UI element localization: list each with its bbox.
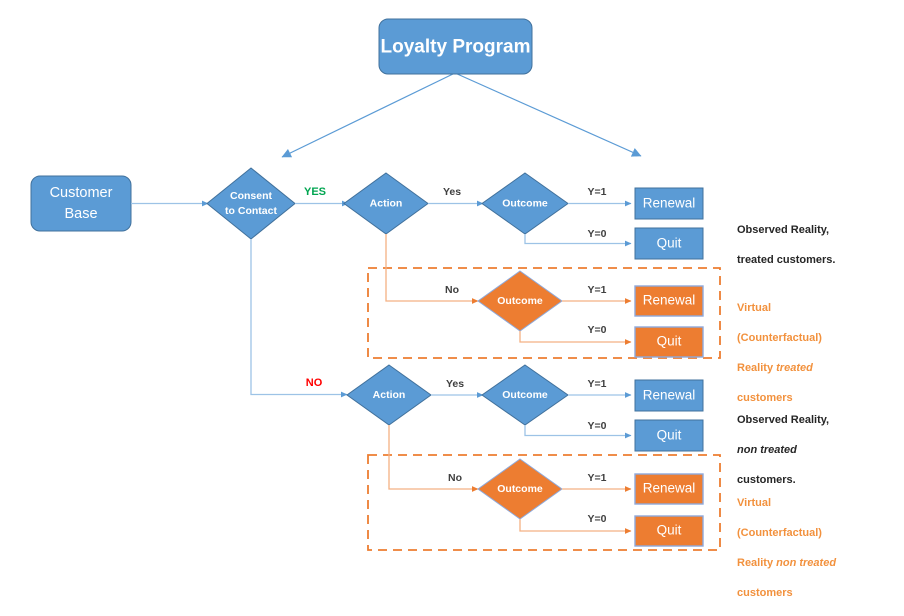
node-customer-base-label-2: Base — [64, 206, 97, 222]
node-renewal-treated-virtual-label: Renewal — [643, 293, 696, 308]
annotation-virtual-non-treated-line3-italic: non treated — [776, 557, 837, 569]
node-renewal-treated-virtual[interactable]: Renewal — [634, 285, 704, 317]
annotation-virtual-treated-line4: customers — [737, 392, 793, 404]
edge-action-no-treated — [385, 234, 479, 304]
annotation-observed-non-treated-line2-italic: non treated — [737, 444, 797, 456]
dashed-region-virtual-treated — [367, 267, 721, 359]
node-customer-base[interactable]: Customer Base — [30, 175, 132, 232]
annotation-virtual-non-treated-line3-prefix: Reality — [737, 557, 777, 569]
edge-label-y1-treated-virtual: Y=1 — [588, 284, 607, 296]
node-consent-label-2: to Contact — [225, 205, 277, 217]
edge-label-y0-treated: Y=0 — [588, 228, 607, 240]
node-customer-base-label-1: Customer — [50, 185, 113, 201]
annotation-virtual-treated-line3-italic: treated — [776, 362, 813, 374]
node-outcome-non-treated-observed[interactable]: Outcome — [481, 364, 569, 426]
node-quit-non-treated-virtual[interactable]: Quit — [634, 515, 704, 547]
edge-label-y1-non-treated-virtual: Y=1 — [588, 472, 607, 484]
node-action-non-treated[interactable]: Action — [346, 364, 432, 426]
node-outcome-treated-virtual-label: Outcome — [497, 295, 543, 307]
node-renewal-treated-observed-label: Renewal — [643, 196, 696, 211]
node-loyalty-program[interactable]: Loyalty Program — [378, 18, 533, 75]
annotation-virtual-treated: Virtual (Counterfactual) Reality treated… — [737, 286, 822, 421]
annotation-observed-non-treated-line2: non treated — [737, 443, 829, 458]
annotation-virtual-non-treated: Virtual (Counterfactual) Reality non tre… — [737, 481, 836, 616]
annotation-virtual-non-treated-line3: Reality non treated — [737, 556, 836, 571]
node-consent-to-contact[interactable]: Consent to Contact — [206, 167, 296, 240]
edge-label-no-treated: No — [445, 284, 459, 296]
title-fanout-arrows — [281, 72, 642, 158]
annotation-virtual-non-treated-line1: Virtual — [737, 497, 772, 509]
annotation-observed-non-treated: Observed Reality, non treated customers. — [737, 398, 829, 503]
edge-label-no-non-treated: No — [448, 472, 462, 484]
node-renewal-non-treated-virtual[interactable]: Renewal — [634, 473, 704, 505]
edge-outcome-y0-treated — [524, 234, 632, 247]
node-renewal-non-treated-virtual-label: Renewal — [643, 481, 696, 496]
node-outcome-non-treated-virtual[interactable]: Outcome — [477, 458, 563, 520]
node-outcome-non-treated-observed-label: Outcome — [502, 389, 548, 401]
edge-outcome-y0-treated-virtual — [519, 331, 632, 345]
node-quit-treated-observed[interactable]: Quit — [634, 227, 704, 260]
edge-label-y0-treated-virtual: Y=0 — [588, 324, 607, 336]
node-renewal-treated-observed[interactable]: Renewal — [634, 187, 704, 220]
annotation-virtual-treated-line3-prefix: Reality — [737, 362, 777, 374]
node-action-non-treated-label: Action — [373, 389, 406, 401]
edge-label-yes-branch: YES — [304, 186, 326, 198]
node-outcome-non-treated-virtual-label: Outcome — [497, 483, 543, 495]
edge-label-y1-non-treated: Y=1 — [588, 378, 607, 390]
node-loyalty-program-label: Loyalty Program — [381, 37, 531, 58]
flowchart-canvas: Loyalty Program Customer Base Consent to… — [30, 18, 836, 599]
annotation-observed-treated-line2: treated customers. — [737, 254, 836, 266]
flowchart-svg: Loyalty Program Customer Base Consent to… — [30, 18, 721, 551]
node-action-treated[interactable]: Action — [343, 172, 429, 235]
node-action-treated-label: Action — [370, 197, 403, 209]
node-renewal-non-treated-observed[interactable]: Renewal — [634, 379, 704, 412]
node-quit-treated-virtual[interactable]: Quit — [634, 326, 704, 358]
edge-consent-no — [250, 239, 348, 398]
node-renewal-non-treated-observed-label: Renewal — [643, 388, 696, 403]
edge-label-y1-treated: Y=1 — [588, 186, 607, 198]
annotation-observed-treated: Observed Reality, treated customers. — [737, 208, 835, 283]
dashed-region-virtual-non-treated — [367, 454, 721, 551]
node-outcome-treated-observed[interactable]: Outcome — [481, 172, 569, 235]
annotation-observed-non-treated-line3: customers. — [737, 474, 796, 486]
edge-outcome-y0-non-treated — [524, 425, 632, 439]
node-quit-treated-virtual-label: Quit — [657, 334, 682, 349]
annotation-observed-treated-line1: Observed Reality, — [737, 224, 830, 236]
edge-label-y0-non-treated-virtual: Y=0 — [588, 513, 607, 525]
edge-label-y0-non-treated: Y=0 — [588, 420, 607, 432]
annotation-virtual-treated-line2: (Counterfactual) — [737, 332, 822, 344]
annotation-virtual-non-treated-line2: (Counterfactual) — [737, 527, 822, 539]
edge-label-no-branch: NO — [306, 377, 323, 389]
node-consent-label-1: Consent — [230, 190, 273, 202]
node-quit-non-treated-virtual-label: Quit — [657, 523, 682, 538]
annotation-virtual-treated-line1: Virtual — [737, 302, 772, 314]
edge-label-yes-non-treated: Yes — [446, 378, 464, 390]
edge-outcome-y0-non-treated-virtual — [519, 519, 632, 534]
node-quit-treated-observed-label: Quit — [657, 236, 682, 251]
node-quit-non-treated-observed-label: Quit — [657, 428, 682, 443]
edge-action-no-non-treated — [388, 425, 479, 492]
node-outcome-treated-observed-label: Outcome — [502, 197, 548, 209]
node-outcome-treated-virtual[interactable]: Outcome — [477, 270, 563, 332]
node-quit-non-treated-observed[interactable]: Quit — [634, 419, 704, 452]
annotation-observed-non-treated-line1: Observed Reality, — [737, 414, 830, 426]
edge-label-yes-treated: Yes — [443, 186, 461, 198]
annotation-virtual-non-treated-line4: customers — [737, 587, 793, 599]
annotation-virtual-treated-line3: Reality treated — [737, 361, 822, 376]
